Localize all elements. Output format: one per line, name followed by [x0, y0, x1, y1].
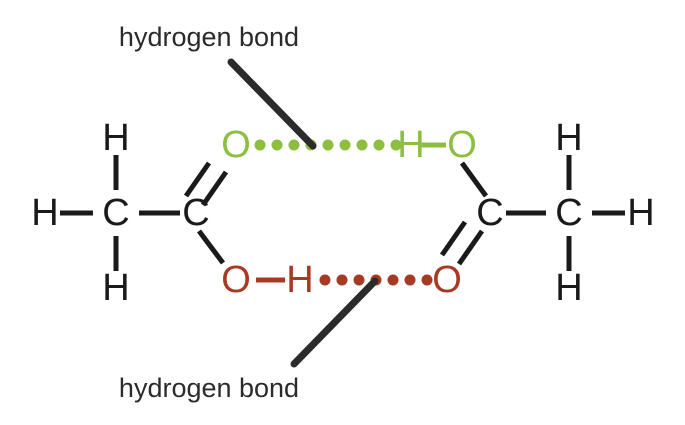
atom-left-methyl-h-left: H: [31, 192, 58, 234]
atom-right-methyl-h-bottom: H: [555, 267, 582, 309]
atom-bridge-top-donor-h: H: [397, 124, 424, 166]
double-bond-line-b: [439, 220, 468, 257]
atom-right-methyl-c: C: [555, 192, 582, 234]
atom-right-methyl-h-top: H: [555, 117, 582, 159]
bond-left-hydroxyl-single: [197, 229, 225, 265]
atom-left-methyl-c: C: [102, 192, 129, 234]
atom-left-carbonyl-o: O: [221, 124, 251, 166]
pointer-line-top: [227, 58, 317, 150]
annotation-label-top: hydrogen bond: [119, 22, 299, 52]
double-bond-line-a: [183, 161, 212, 198]
bond-right-hydroxyl-single: [459, 161, 489, 198]
atom-right-carbonyl-o: O: [432, 259, 462, 301]
atom-left-hydroxyl-o: O: [221, 259, 251, 301]
bond-right-carbonyl-double: [439, 220, 485, 266]
bond-left-carbonyl-double: [183, 161, 229, 207]
right-molecule-bonds: [506, 155, 625, 271]
hydrogen-bond-dots-top: [254, 139, 402, 151]
atom-left-methyl-h-bottom: H: [102, 267, 129, 309]
atom-left-carboxyl-c: C: [182, 192, 209, 234]
atom-bridge-bottom-donor-h: H: [286, 259, 313, 301]
atom-left-methyl-h-top: H: [102, 117, 129, 159]
left-molecule-bonds: [60, 155, 180, 271]
pointer-line-bottom: [290, 277, 379, 368]
atom-right-carboxyl-c: C: [476, 192, 503, 234]
annotation-label-bottom: hydrogen bond: [119, 373, 299, 403]
double-bond-line-b: [200, 170, 229, 207]
double-bond-line-a: [456, 229, 485, 266]
atom-right-methyl-h-right: H: [627, 192, 654, 234]
atom-right-hydroxyl-o: O: [447, 124, 477, 166]
